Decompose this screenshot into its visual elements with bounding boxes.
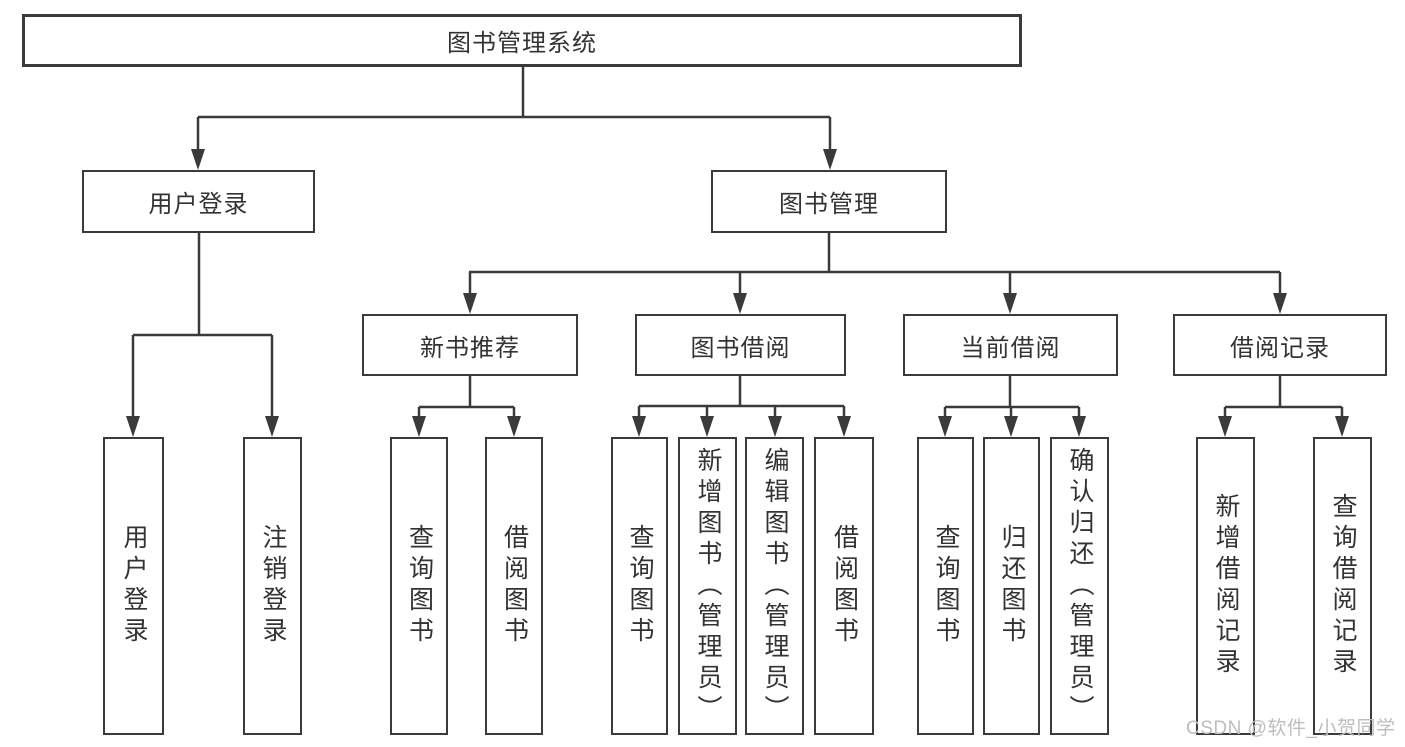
node-user-login: 用户登录 [82, 170, 315, 233]
leaf-user-login: 用户登录 [103, 437, 164, 735]
leaf-borrow-books-borrow: 借阅图书 [814, 437, 874, 735]
node-label: 图书管理 [779, 191, 879, 218]
leaf-borrow-books-recommend: 借阅图书 [485, 437, 543, 735]
node-label: 归还图书 [998, 524, 1026, 648]
leaf-return-books: 归还图书 [983, 437, 1040, 735]
node-label: 确认归还（管理员） [1066, 446, 1094, 726]
node-book-borrowing: 图书借阅 [635, 314, 846, 376]
node-label: 图书借阅 [690, 334, 791, 362]
node-label: 用户登录 [148, 191, 249, 218]
leaf-query-books-borrow: 查询图书 [611, 437, 668, 735]
leaf-confirm-return-admin: 确认归还（管理员） [1050, 437, 1109, 735]
node-label: 查询借阅记录 [1329, 493, 1357, 679]
leaf-add-borrow-record: 新增借阅记录 [1196, 437, 1255, 735]
node-label: 借阅记录 [1230, 334, 1330, 362]
node-current-borrowing: 当前借阅 [903, 314, 1118, 376]
node-label: 用户登录 [120, 524, 148, 648]
node-label: 查询图书 [405, 524, 434, 648]
node-label: 图书管理系统 [447, 30, 597, 57]
leaf-query-borrow-record: 查询借阅记录 [1313, 437, 1372, 735]
node-label: 借阅图书 [830, 524, 859, 648]
node-new-book-recommendation: 新书推荐 [362, 314, 578, 376]
node-label: 新书推荐 [420, 334, 520, 362]
node-label: 当前借阅 [960, 334, 1061, 362]
node-label: 新增图书（管理员） [694, 446, 722, 726]
node-label: 注销登录 [259, 524, 287, 648]
leaf-logout: 注销登录 [243, 437, 302, 735]
node-label: 借阅图书 [500, 524, 529, 648]
leaf-query-books-current: 查询图书 [917, 437, 974, 735]
node-library-management-system: 图书管理系统 [22, 14, 1022, 67]
leaf-add-books-admin: 新增图书（管理员） [678, 437, 737, 735]
watermark: CSDN @软件_小贺同学 [1186, 718, 1396, 739]
node-label: 新增借阅记录 [1212, 493, 1240, 679]
leaf-query-books-recommend: 查询图书 [390, 437, 448, 735]
node-label: 查询图书 [626, 524, 654, 648]
node-book-management: 图书管理 [711, 170, 947, 233]
node-borrowing-records: 借阅记录 [1173, 314, 1387, 376]
node-label: 编辑图书（管理员） [761, 446, 789, 726]
node-label: 查询图书 [932, 524, 960, 648]
leaf-edit-books-admin: 编辑图书（管理员） [745, 437, 804, 735]
